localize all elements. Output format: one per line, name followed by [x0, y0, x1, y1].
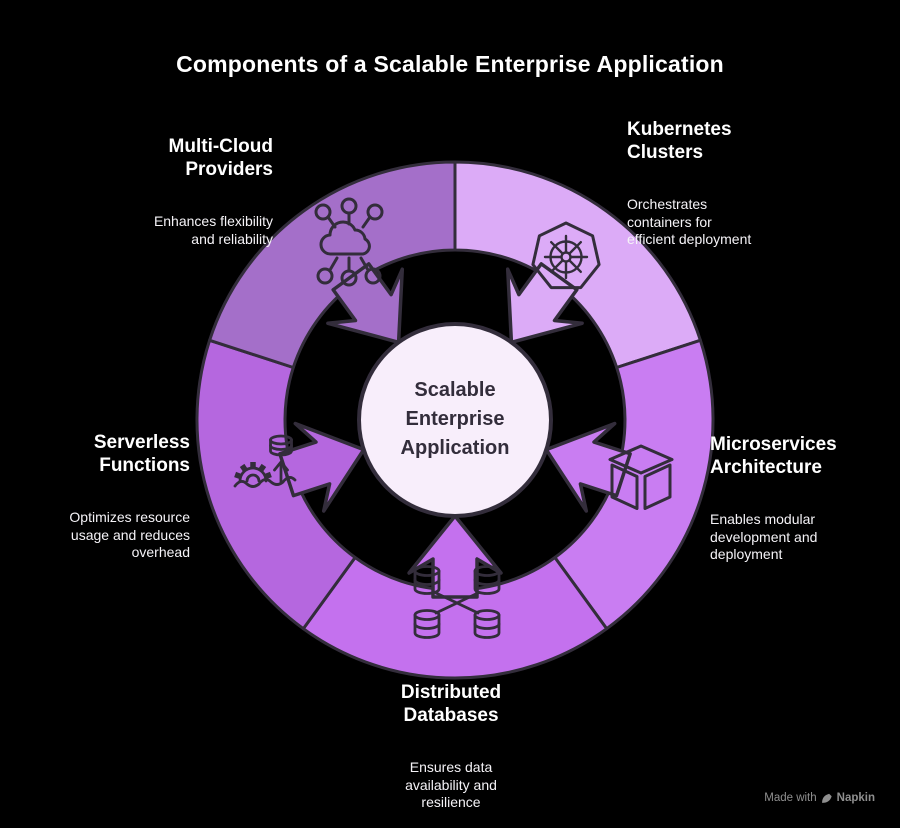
serverless-description: Optimizes resource usage and reduces ove…: [69, 509, 190, 560]
segment-kubernetes: [453, 160, 702, 369]
napkin-watermark: Made with Napkin: [764, 792, 875, 804]
arrow-distributed-databases: [407, 514, 503, 599]
arrow-kubernetes: [505, 262, 584, 345]
center-label: Scalable Enterprise Application: [400, 379, 510, 459]
label-block-multi-cloud: Multi-Cloud Providers Enhances flexibili…: [23, 117, 273, 266]
arrow-microservices: [544, 421, 632, 513]
center-circle: [357, 322, 553, 518]
kubernetes-heading: Kubernetes Clusters: [627, 119, 732, 163]
microservices-heading: Microservices Architecture: [710, 434, 837, 478]
diagram-title: Components of a Scalable Enterprise Appl…: [176, 51, 724, 77]
kubernetes-description: Orchestrates containers for efficient de…: [627, 196, 752, 247]
cloud-network-icon: [314, 197, 384, 287]
cube-icon: [608, 444, 674, 510]
napkin-brand-text: Napkin: [836, 792, 875, 804]
segment-distributed-databases: [301, 556, 609, 680]
label-block-kubernetes: Kubernetes Clusters Orchestrates contain…: [627, 100, 877, 267]
made-with-text: Made with: [764, 792, 817, 804]
kubernetes-helm-icon: [531, 221, 601, 290]
serverless-gear-icon: [233, 434, 297, 488]
multi-cloud-description: Enhances flexibility and reliability: [153, 213, 273, 247]
arrow-serverless: [278, 421, 366, 513]
label-block-microservices: Microservices Architecture Enables modul…: [710, 415, 895, 582]
distributed-databases-icon: [413, 565, 501, 639]
multi-cloud-heading: Multi-Cloud Providers: [168, 136, 273, 180]
label-block-serverless: Serverless Functions Optimizes resource …: [0, 413, 190, 580]
distributed-databases-description: Ensures data availability and resilience: [405, 759, 497, 810]
distributed-databases-heading: Distributed Databases: [400, 682, 502, 726]
segment-microservices: [553, 338, 715, 631]
label-block-distributed-databases: Distributed Databases Ensures data avail…: [301, 663, 601, 828]
microservices-description: Enables modular development and deployme…: [710, 511, 818, 562]
serverless-heading: Serverless Functions: [93, 432, 190, 476]
napkin-pen-icon: [821, 793, 832, 803]
